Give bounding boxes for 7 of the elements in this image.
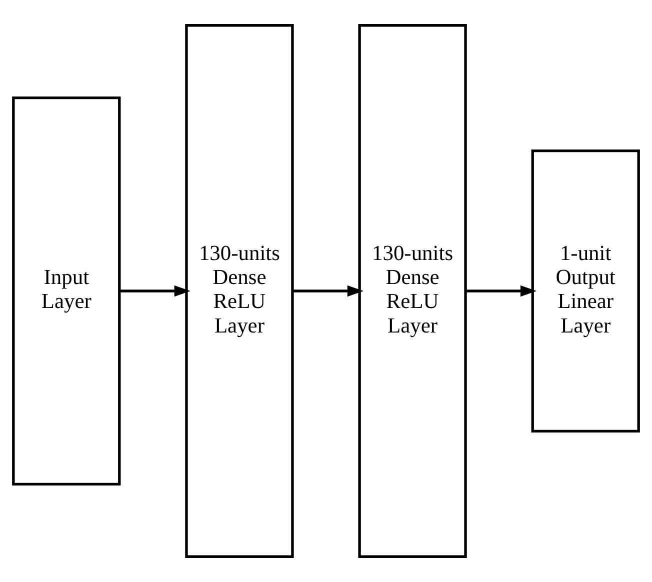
arrow xyxy=(120,285,190,297)
arrow xyxy=(466,285,537,297)
node-box: 130-units Dense ReLU Layer xyxy=(358,24,467,558)
arrow xyxy=(292,285,364,297)
node-box: 130-units Dense ReLU Layer xyxy=(185,24,294,558)
node-box: Input Layer xyxy=(12,96,121,486)
node-box: 1-unit Output Linear Layer xyxy=(531,149,640,433)
